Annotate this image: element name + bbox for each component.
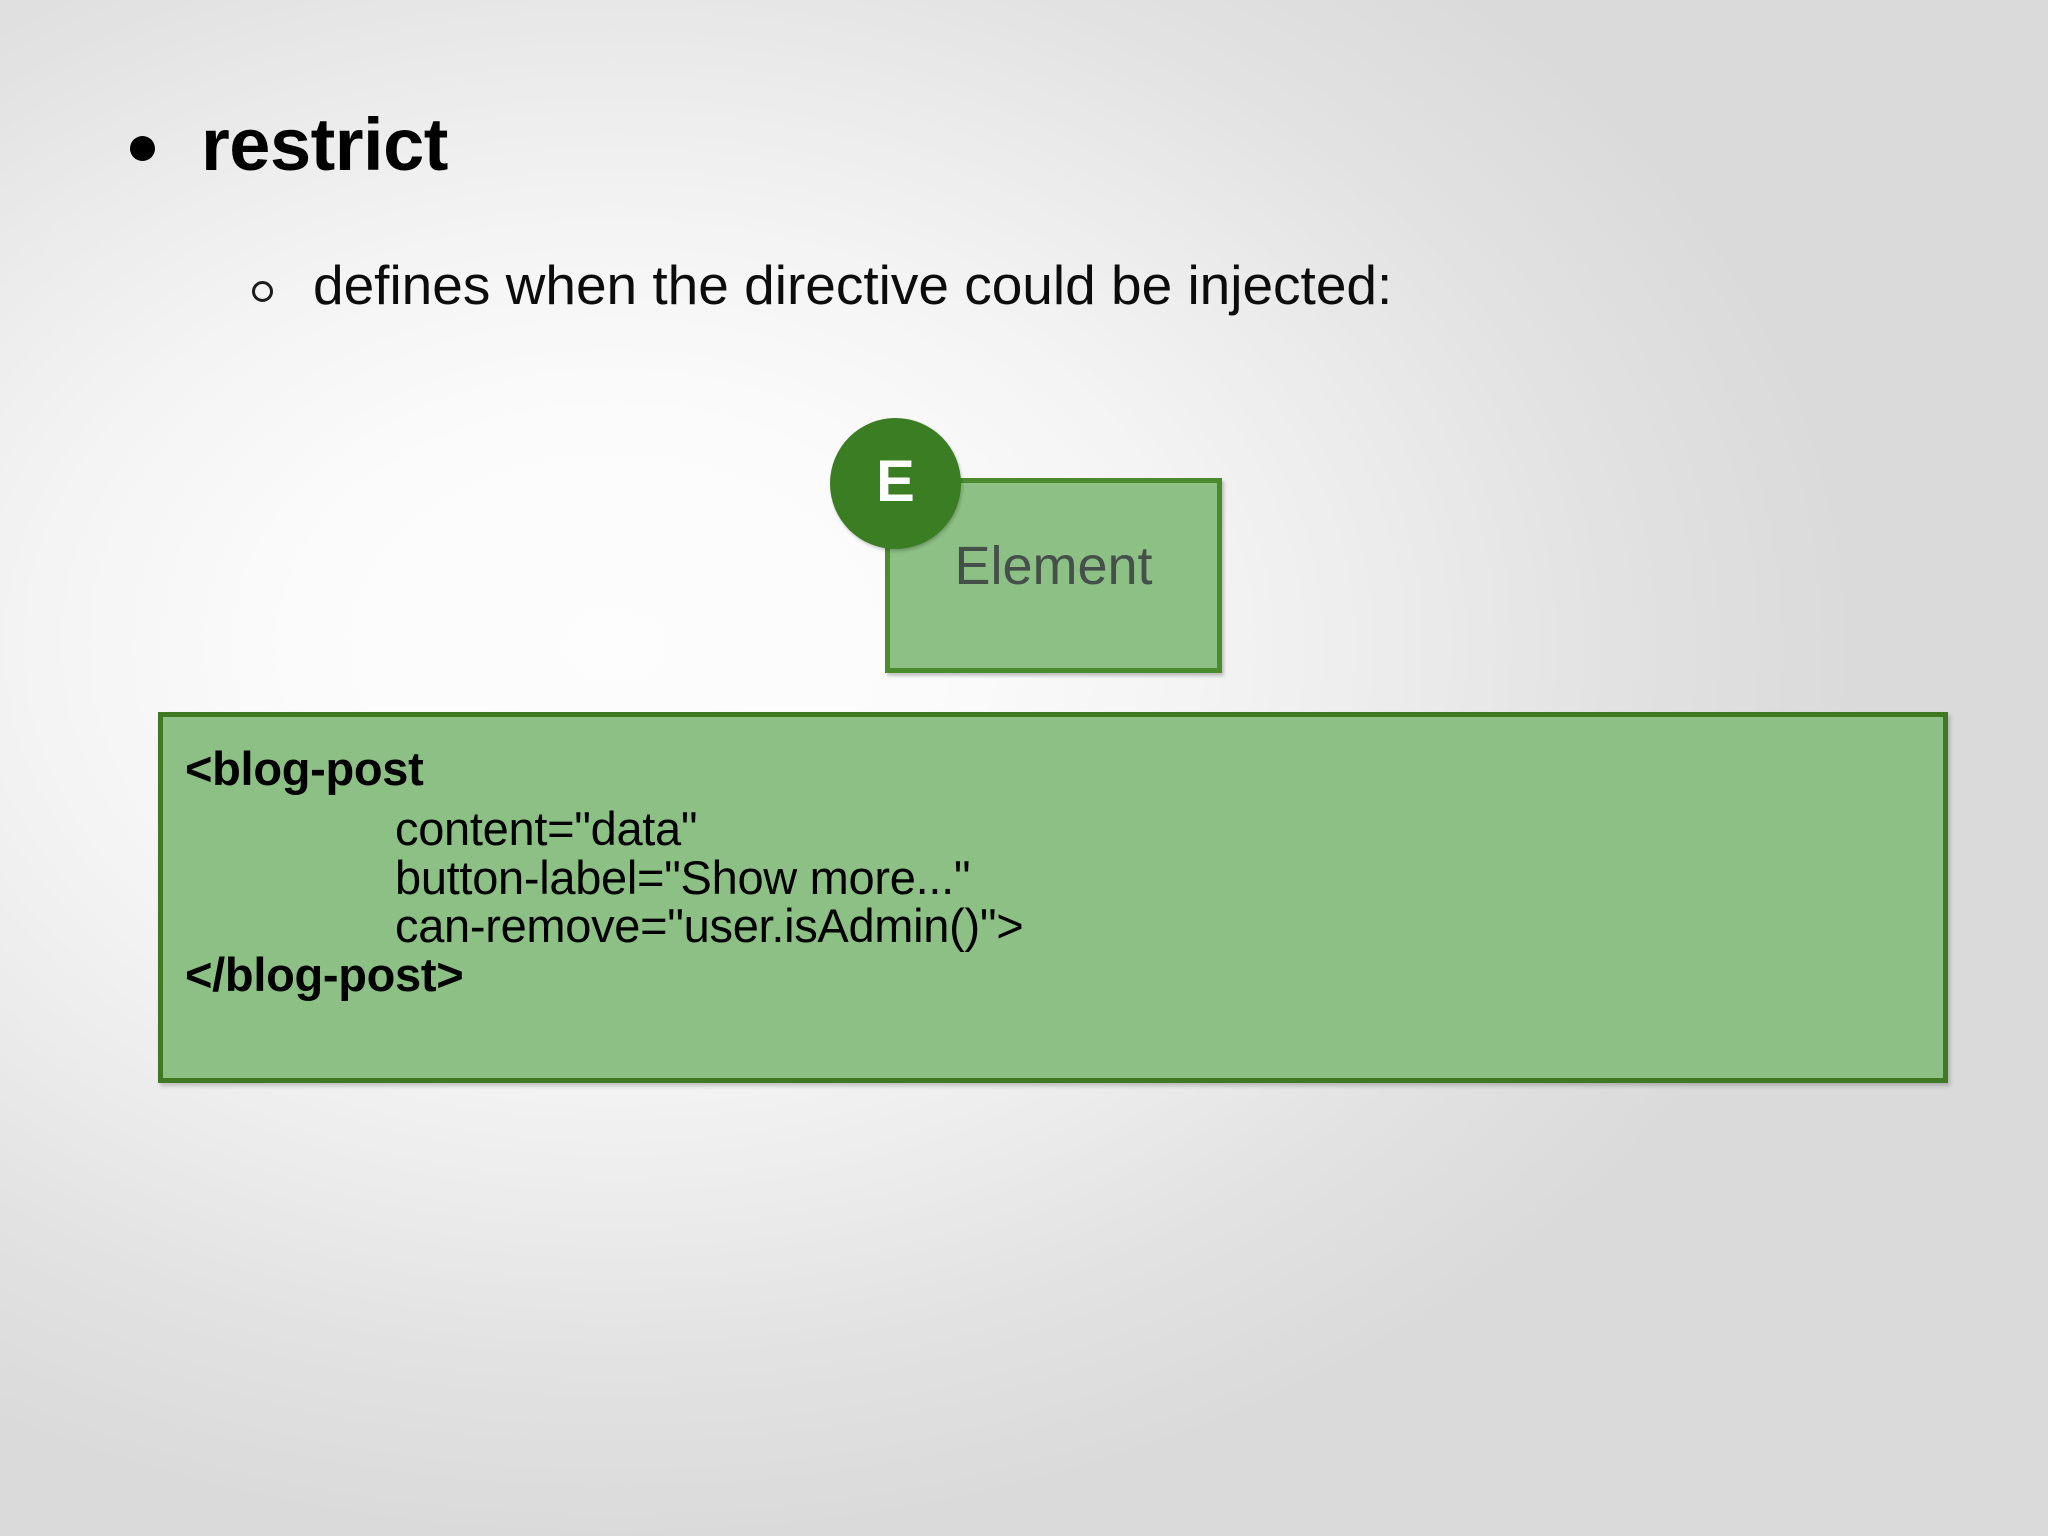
code-line-close-tag: </blog-post> <box>185 947 464 1001</box>
page-title: restrict <box>201 103 448 186</box>
code-line-open-tag: <blog-post <box>185 742 424 795</box>
code-line-attr-can-remove: can-remove="user.isAdmin()"> <box>395 899 1024 953</box>
subtitle-text: defines when the directive could be inje… <box>313 254 1393 316</box>
restrict-e-badge: E <box>830 418 961 549</box>
code-line-attr-button-label: button-label="Show more..." <box>395 850 971 904</box>
code-line-attr-content: content="data" <box>395 802 698 856</box>
hollow-circle-bullet-icon <box>252 281 273 302</box>
e-badge-letter: E <box>876 449 915 514</box>
element-box-label: Element <box>954 536 1153 596</box>
filled-disc-bullet-icon <box>130 135 155 161</box>
subtitle-bullet-row: defines when the directive could be inje… <box>252 258 1392 313</box>
element-diagram-box: Element <box>885 478 1222 673</box>
code-snippet-block: <blog-post content="data" button-label="… <box>158 712 1948 1083</box>
title-bullet-row: restrict <box>130 108 448 182</box>
